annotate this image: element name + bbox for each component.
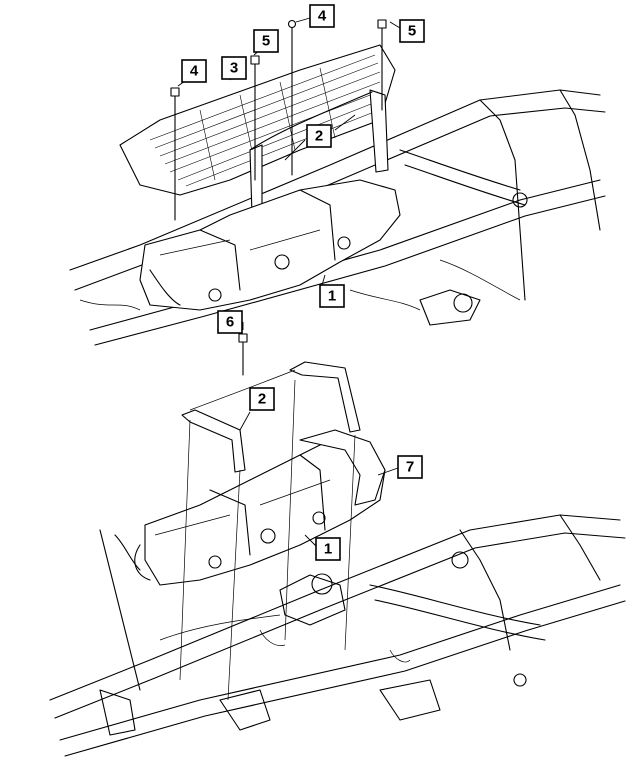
top-frame-rails	[69, 89, 606, 346]
callout-5-top-right: 5	[399, 19, 425, 43]
callout-label: 1	[328, 288, 336, 305]
top-assembly-view	[69, 17, 606, 346]
bottom-fuel-tank	[114, 439, 386, 586]
callout-1-bottom: 1	[315, 537, 341, 561]
callout-1-top: 1	[319, 284, 345, 308]
callout-label: 6	[226, 314, 234, 331]
callout-label: 2	[315, 128, 323, 145]
bottom-fasteners	[99, 333, 356, 701]
callout-label: 4	[318, 8, 327, 25]
top-straps	[249, 89, 389, 216]
callout-2-bottom: 2	[249, 387, 275, 411]
callout-2-top: 2	[306, 124, 332, 148]
callout-7-bottom: 7	[397, 455, 423, 479]
callout-4-top-left: 4	[181, 59, 207, 83]
callout-label: 4	[190, 63, 199, 80]
callout-label: 1	[324, 541, 332, 558]
callout-label: 3	[230, 60, 238, 77]
callout-6-bottom: 6	[217, 310, 243, 334]
bottom-exploded-view	[49, 322, 626, 757]
bottom-leader-lines	[239, 322, 399, 549]
bottom-tank-pad	[299, 429, 386, 506]
callout-4-top-center: 4	[309, 4, 335, 28]
callout-label: 2	[258, 391, 266, 408]
top-fuel-tank	[139, 179, 401, 311]
top-heat-shield	[119, 44, 396, 196]
callout-5-top-left: 5	[253, 29, 279, 53]
top-fasteners	[170, 19, 387, 221]
callout-3-top: 3	[221, 56, 247, 80]
callout-label: 7	[406, 459, 414, 476]
callout-label: 5	[262, 33, 270, 50]
callout-label: 5	[408, 23, 416, 40]
